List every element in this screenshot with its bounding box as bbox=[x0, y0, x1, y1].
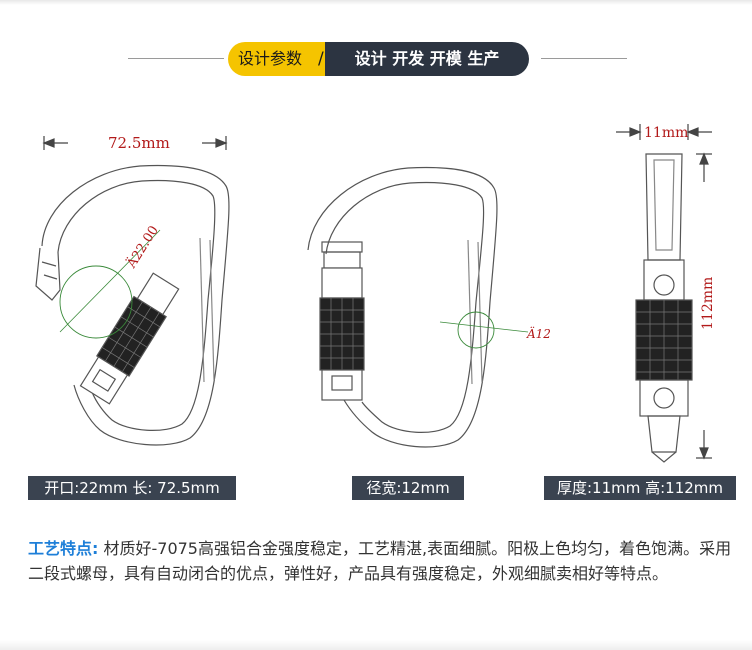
height-dimension-label: 112mm bbox=[700, 277, 716, 330]
process-features-text: 材质好-7075高强铝合金强度稳定，工艺精湛,表面细腻。阳极上色均匀，着色饱满。… bbox=[28, 539, 732, 583]
top-divider bbox=[0, 0, 752, 5]
carabiner-closed-front bbox=[307, 166, 529, 448]
thickness-dimension-label: 11mm bbox=[644, 125, 688, 141]
height-dimension bbox=[696, 152, 712, 460]
width-dimension bbox=[42, 136, 228, 150]
carabiner-side-view bbox=[635, 153, 693, 463]
header-process-steps: 设计 开发 开模 生产 bbox=[325, 42, 529, 76]
process-features-description: 工艺特点: 材质好-7075高强铝合金强度稳定，工艺精湛,表面细腻。阳极上色均匀… bbox=[28, 536, 738, 586]
header-separator: / bbox=[318, 49, 324, 69]
opening-dimension-label: Ä22.00 bbox=[122, 222, 162, 271]
section-header: 设计参数 / 设计 开发 开模 生产 bbox=[0, 40, 752, 80]
carabiner-open-gate bbox=[35, 164, 230, 446]
header-rule-left bbox=[128, 58, 224, 59]
header-rule-right bbox=[541, 58, 627, 59]
header-design-params: 设计参数 bbox=[228, 42, 338, 76]
caption-diameter: 径宽:12mm bbox=[352, 476, 464, 500]
thickness-dimension bbox=[616, 124, 712, 140]
process-features-label: 工艺特点: bbox=[28, 539, 99, 558]
diameter-dimension-label: Ä12 bbox=[526, 325, 551, 341]
bottom-divider bbox=[0, 640, 752, 650]
width-dimension-label: 72.5mm bbox=[108, 134, 170, 152]
caption-thickness-height: 厚度:11mm 高:112mm bbox=[544, 476, 736, 500]
caption-opening-length: 开口:22mm 长: 72.5mm bbox=[28, 476, 236, 500]
carabiner-technical-drawing: Ä22.00 72.5mm Ä12 bbox=[35, 124, 716, 463]
